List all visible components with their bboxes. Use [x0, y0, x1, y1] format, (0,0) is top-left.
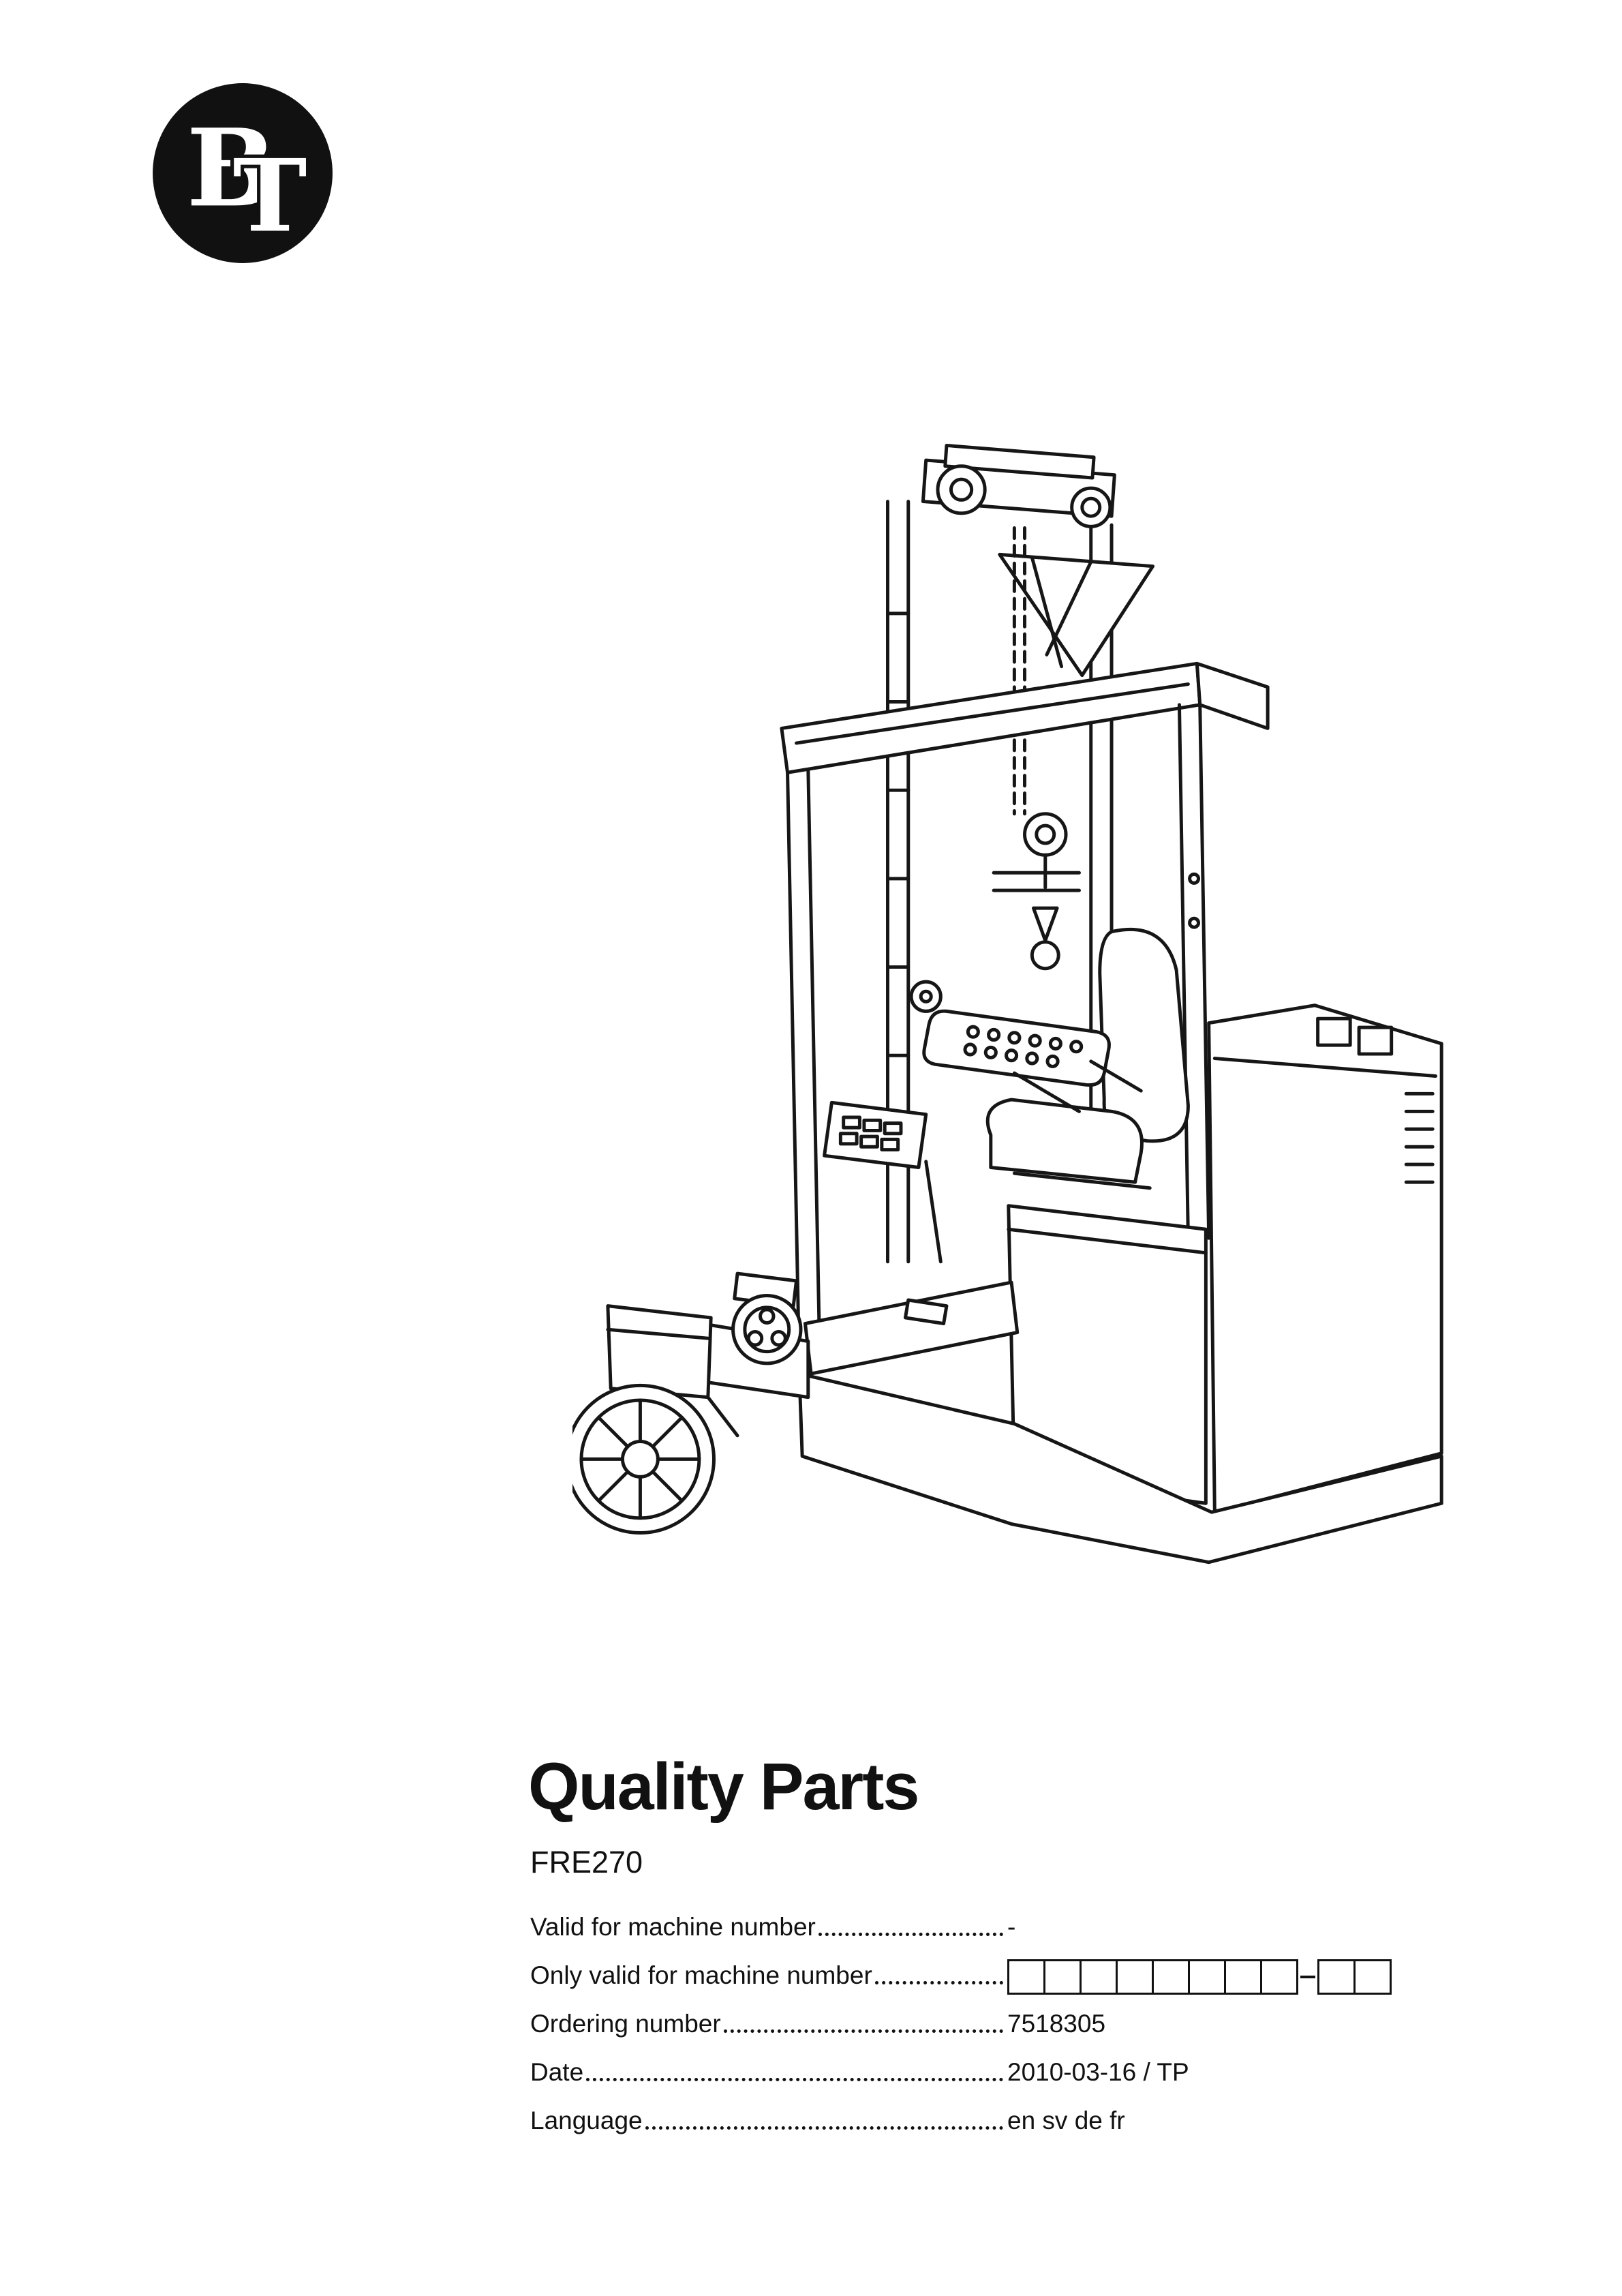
dotted-leader [586, 2078, 1003, 2081]
spec-row-date: Date 2010-03-16 / TP [530, 2039, 1382, 2087]
logo-letter-t: T [233, 138, 307, 255]
serial-cell [1116, 1959, 1154, 1995]
field-value: 2010-03-16 / TP [1007, 2058, 1189, 2087]
serial-cell [1353, 1959, 1392, 1995]
lift-chains [1012, 526, 1027, 816]
field-label: Date [530, 2058, 584, 2087]
serial-dash [1300, 1976, 1315, 1978]
dotted-leader [645, 2126, 1003, 2130]
truck-body [1207, 1003, 1443, 1514]
spec-list: Valid for machine number - Only valid fo… [530, 1894, 1392, 2136]
serial-cell [1043, 1959, 1082, 1995]
serial-group-1 [1007, 1959, 1298, 1995]
dotted-leader [818, 1933, 1003, 1936]
serial-cell [1224, 1959, 1262, 1995]
spec-row-valid-for: Valid for machine number - [530, 1894, 1382, 1942]
serial-cell [1188, 1959, 1226, 1995]
floor-plate [803, 1280, 1020, 1376]
serial-cell [1317, 1959, 1356, 1995]
serial-cell [1260, 1959, 1298, 1995]
field-value: 7518305 [1007, 2010, 1106, 2038]
field-label: Language [530, 2106, 643, 2135]
chassis-base [797, 1372, 1443, 1565]
field-value: - [1007, 1913, 1016, 1942]
serial-cell [1007, 1959, 1045, 1995]
mast-lattice [998, 552, 1155, 678]
dotted-leader [723, 2029, 1003, 2033]
field-value: en sv de fr [1007, 2106, 1125, 2135]
load-wheel [564, 1383, 716, 1535]
field-label: Valid for machine number [530, 1913, 816, 1942]
overhead-guard-beam [780, 661, 1202, 774]
logo-circle [153, 83, 333, 263]
spec-row-language: Language en sv de fr [530, 2087, 1382, 2136]
field-label: Only valid for machine number [530, 1961, 872, 1990]
guard-pillar-front [786, 768, 822, 1370]
serial-cell [1152, 1959, 1190, 1995]
field-label: Ordering number [530, 2010, 721, 2038]
bt-logo: B T [151, 82, 334, 265]
reach-truck-illustration [564, 436, 1486, 1616]
page-title: Quality Parts [528, 1749, 919, 1824]
logo-letter-b: B [187, 105, 277, 230]
spec-row-only-valid-for: Only valid for machine number [530, 1942, 1392, 1995]
caster-wheel [731, 1271, 803, 1365]
spec-row-ordering-number: Ordering number 7518305 [530, 1991, 1382, 2039]
dotted-leader [874, 1981, 1003, 1984]
model-number: FRE270 [530, 1845, 643, 1879]
serial-group-2 [1317, 1959, 1392, 1995]
serial-number-boxes [1007, 1959, 1392, 1995]
seat-back [1098, 927, 1190, 1143]
guard-pillar-rear [1177, 703, 1211, 1240]
serial-cell [1080, 1959, 1118, 1995]
vent-slats [1404, 1091, 1435, 1184]
battery-box [1007, 1204, 1208, 1505]
seat-cushion [985, 1098, 1144, 1184]
